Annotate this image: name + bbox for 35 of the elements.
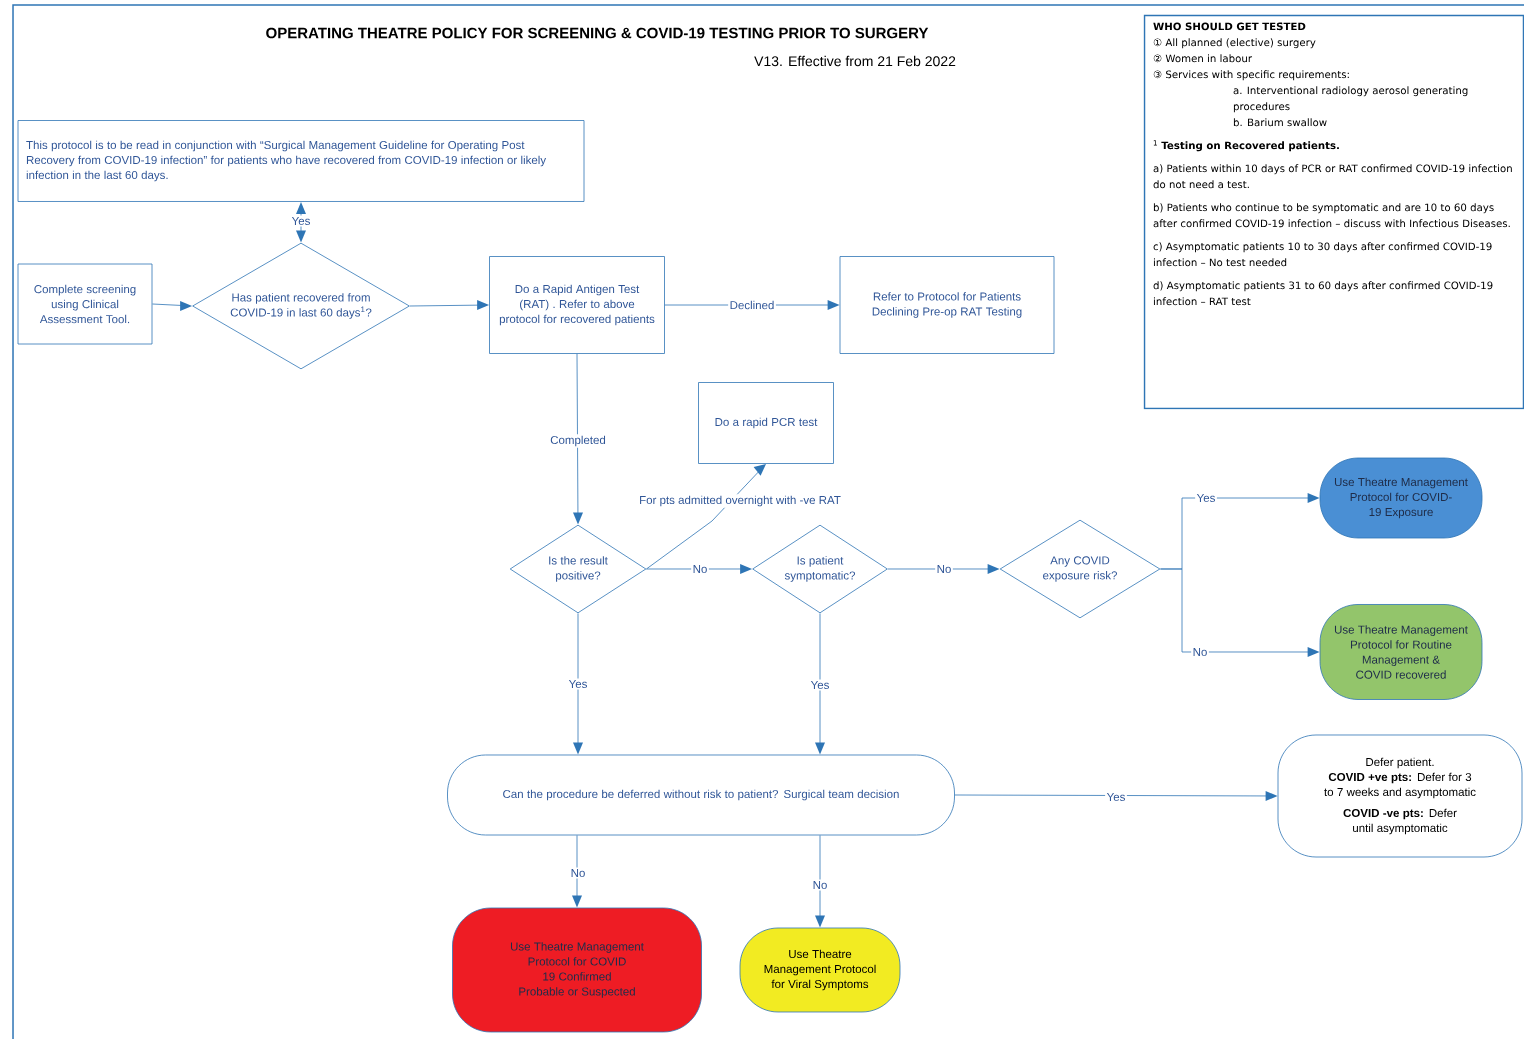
edge-label: Yes: [290, 215, 312, 227]
edge-label: No: [811, 879, 829, 891]
note-box: This protocol is to be read in conjunction with “Surgical Management Guideline for Operating Post Recovery from COVID-19 infection” for patients who have recovered from COVID-19 infection or likely infection in the last 60 days.: [17, 120, 585, 202]
edge-label: Yes: [809, 679, 831, 691]
decision-box: Can the procedure be deferred without risk to patient? Surgical team decision: [447, 754, 955, 836]
arrow: [1160, 568, 1320, 657]
arrow: [573, 353, 583, 525]
arrow: [646, 564, 753, 574]
terminal-oval: Use Theatre Management Protocol for COVID 19 Confirmed Probable or Suspected: [452, 907, 702, 1033]
arrow: [815, 835, 825, 928]
edge-label: Yes: [567, 678, 589, 690]
version-label: V13. Effective from 21 Feb 2022: [754, 55, 956, 67]
edge-label: No: [691, 563, 709, 575]
arrow: [409, 300, 490, 310]
arrow: [954, 791, 1278, 801]
process-box: Do a rapid PCR test: [698, 382, 834, 464]
edge-label: Yes: [1105, 791, 1127, 803]
edge-label: No: [1191, 646, 1209, 658]
title: OPERATING THEATRE POLICY FOR SCREENING & COVID-19 TESTING PRIOR TO SURGERY: [266, 27, 929, 39]
edge-label: No: [935, 563, 953, 575]
arrow: [296, 201, 306, 243]
edge-label: Yes: [1195, 492, 1217, 504]
arrow: [887, 564, 1000, 574]
arrow: [646, 463, 766, 570]
edge-label: Completed: [548, 434, 608, 448]
arrow: [152, 301, 193, 311]
arrow: [815, 613, 825, 755]
edge-label: No: [569, 867, 587, 879]
criteria-panel: WHO SHOULD GET TESTED ① All planned (elective) surgery ② Women in labour ③ Services with specific requirements: a. Interventional radiology aerosol generating procedures b. Barium swallow $^{1}$ Testing on Recovered patients. a) Patients within 10 days of PCR or RAT confirmed COVID-19 infection do not need a test. b) Patients who continue to be symptomatic and are 10 to 60 days after confirmed COVID-19 infection – discuss with Infectious Diseases. c) Asymptomatic patients 10 to 30 days after confirmed COVID-19 infection – No test needed d) Asymptomatic patients 31 to 60 days after confirmed COVID-19 infection – RAT test: [1143, 14, 1524, 410]
edge-label: For pts admitted overnight with -ve RAT: [637, 494, 843, 508]
process-box: Complete screening using Clinical Assessment Tool.: [17, 263, 153, 345]
process-box: Do a Rapid Antigen Test (RAT) . Refer to above protocol for recovered patients: [489, 256, 665, 354]
arrow: [573, 613, 583, 755]
process-box: Refer to Protocol for Patients Declining Pre-op RAT Testing: [839, 256, 1055, 354]
edge-label: Declined: [728, 299, 776, 311]
